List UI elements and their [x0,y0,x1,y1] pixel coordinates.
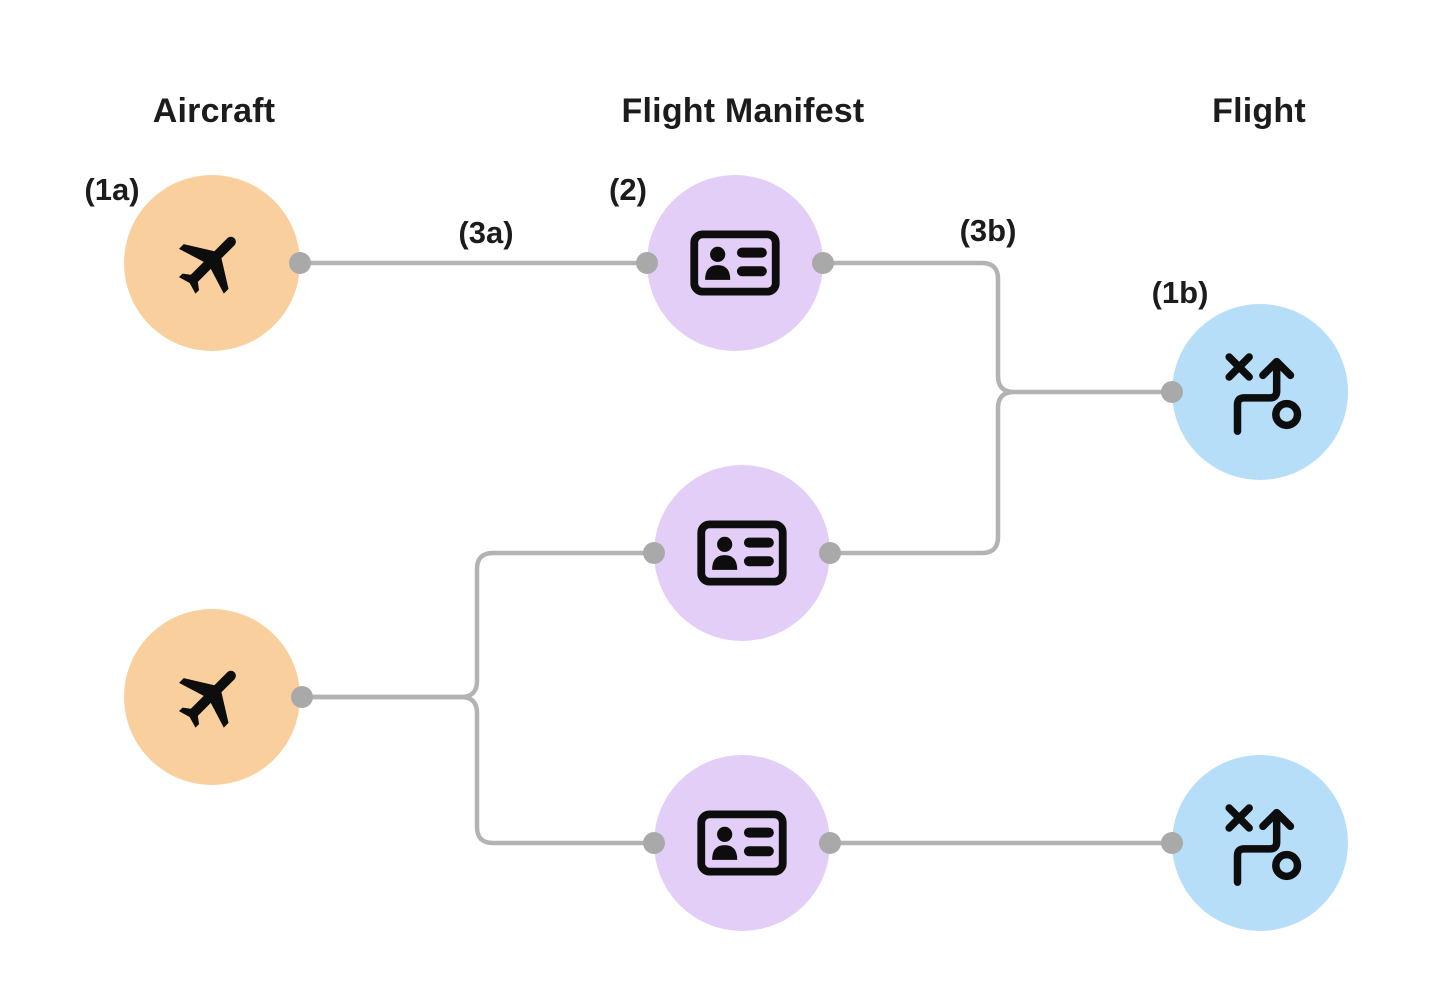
edge-manifest1-flight1 [823,260,1172,395]
node-manifest-2 [654,465,830,641]
node-flight-2 [1172,755,1348,931]
airplane-icon [164,215,257,308]
node-flight-1 [1172,304,1348,480]
annotation-2: (2) [609,172,647,207]
strategy-icon [1210,793,1310,893]
edge-manifest2-flight1 [830,389,1015,556]
node-aircraft-1 [124,175,300,351]
column-title-flight-manifest: Flight Manifest [621,92,865,130]
edge-aircraft2-manifest3 [302,694,654,846]
edge-aircraft2-manifest2 [302,550,654,700]
annotation-1a: (1a) [84,172,140,207]
id-card-icon [690,791,794,895]
annotation-3b: (3b) [959,213,1017,248]
column-title-aircraft: Aircraft [152,92,276,130]
id-card-icon [683,211,787,315]
node-manifest-1 [647,175,823,351]
annotation-3a: (3a) [458,215,514,250]
id-card-icon [690,501,794,605]
node-aircraft-2 [124,609,300,785]
airplane-icon [164,649,257,742]
annotation-1b: (1b) [1151,275,1209,310]
strategy-icon [1210,342,1310,442]
node-manifest-3 [654,755,830,931]
column-title-flight: Flight [1212,92,1306,130]
